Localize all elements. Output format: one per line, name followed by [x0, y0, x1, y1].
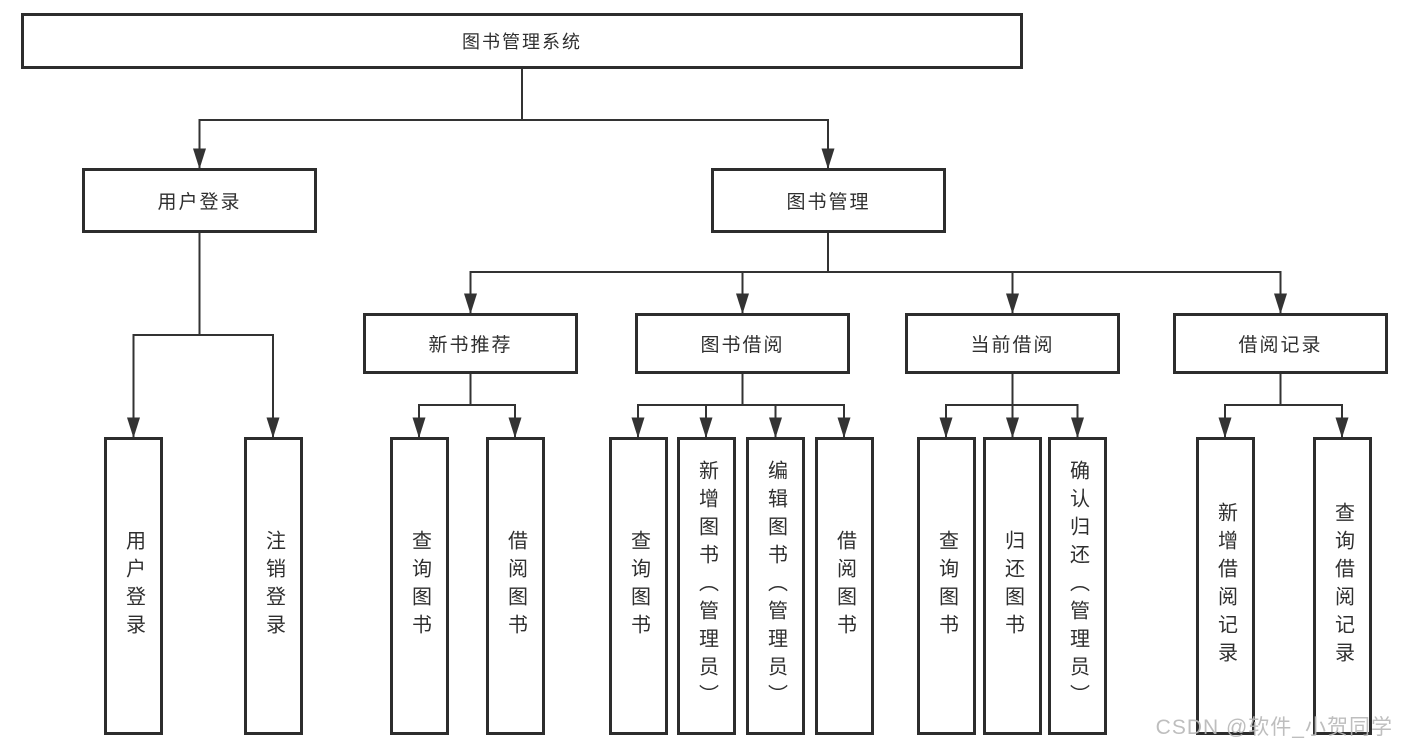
connector-new-book-to-borrow: [470, 404, 522, 438]
node-label: 归还图书: [1001, 530, 1024, 642]
node-book-borrowing: 图书借阅: [635, 313, 850, 374]
node-user-login: 用户登录: [82, 168, 317, 233]
leaf-return-books: 归还图书: [983, 437, 1042, 735]
leaf-borrow-books: 借阅图书: [815, 437, 874, 735]
leaf-borrow-books-recommend: 借阅图书: [486, 437, 545, 735]
node-borrowing-records: 借阅记录: [1173, 313, 1388, 374]
node-label: 确认归还（管理员）: [1066, 460, 1089, 712]
connector-book-borrow-to-borrow: [742, 404, 851, 438]
connector-records-to-add: [1218, 374, 1282, 438]
connector-root-to-user-login: [193, 69, 523, 169]
connector-user-login-to-logout-leaf: [199, 334, 280, 438]
node-label: 查询图书: [627, 530, 650, 642]
leaf-confirm-return-admin: 确认归还（管理员）: [1048, 437, 1107, 735]
connector-book-borrow-to-add: [699, 404, 743, 438]
node-label: 用户登录: [157, 192, 242, 213]
node-label: 新增借阅记录: [1214, 502, 1237, 670]
leaf-query-books-recommend: 查询图书: [390, 437, 449, 735]
node-label: 查询图书: [935, 530, 958, 642]
leaf-add-borrow-record: 新增借阅记录: [1196, 437, 1255, 735]
node-label: 借阅图书: [504, 530, 527, 642]
node-label: 新增图书（管理员）: [695, 460, 718, 712]
connector-user-login-to-login-leaf: [127, 233, 201, 438]
node-new-book-recommendation: 新书推荐: [363, 313, 578, 374]
connector-book-management-to-current-borrow: [828, 271, 1019, 314]
csdn-watermark: CSDN @软件_小贺同学: [1155, 716, 1393, 739]
node-label: 图书管理系统: [462, 32, 582, 52]
node-current-borrowing: 当前借阅: [905, 313, 1120, 374]
leaf-add-books-admin: 新增图书（管理员）: [677, 437, 736, 735]
connector-current-borrow-to-query: [939, 374, 1014, 438]
leaf-query-books-current: 查询图书: [917, 437, 976, 735]
connector-book-management-to-book-borrow: [736, 271, 828, 314]
connector-new-book-to-query: [412, 374, 472, 438]
node-label: 用户登录: [122, 530, 145, 642]
node-root-library-system: 图书管理系统: [21, 13, 1023, 69]
node-label: 查询借阅记录: [1331, 502, 1354, 670]
leaf-user-login: 用户登录: [104, 437, 163, 735]
node-label: 注销登录: [262, 530, 285, 642]
connector-book-management-to-borrow-records: [828, 271, 1287, 314]
leaf-query-books-borrow: 查询图书: [609, 437, 668, 735]
node-label: 借阅图书: [833, 530, 856, 642]
leaf-edit-books-admin: 编辑图书（管理员）: [746, 437, 805, 735]
node-book-management: 图书管理: [711, 168, 946, 233]
connector-book-borrow-to-query: [631, 374, 744, 438]
node-label: 编辑图书（管理员）: [764, 460, 787, 712]
leaf-logout: 注销登录: [244, 437, 303, 735]
connector-book-management-to-new-book: [464, 233, 829, 314]
connector-records-to-query: [1280, 404, 1349, 438]
connector-root-to-book-management: [522, 119, 835, 169]
leaf-query-borrow-record: 查询借阅记录: [1313, 437, 1372, 735]
node-label: 图书借阅: [700, 335, 785, 356]
node-label: 新书推荐: [428, 335, 513, 356]
connector-current-borrow-to-confirm: [1012, 404, 1084, 438]
connector-book-borrow-to-edit: [742, 404, 782, 438]
node-label: 图书管理: [786, 192, 871, 213]
node-label: 当前借阅: [970, 335, 1055, 356]
node-label: 借阅记录: [1238, 335, 1323, 356]
node-label: 查询图书: [408, 530, 431, 642]
